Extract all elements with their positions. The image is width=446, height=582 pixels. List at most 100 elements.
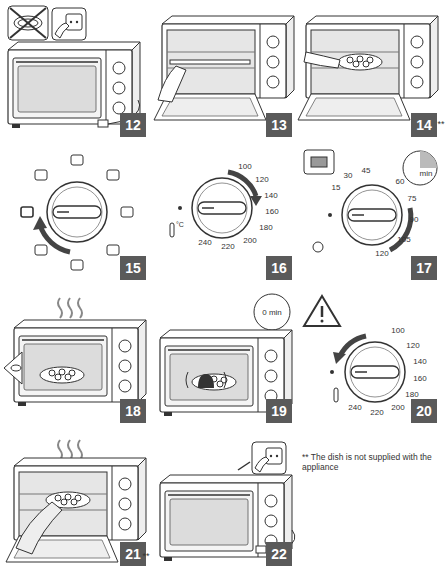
panel-15 [21, 155, 133, 270]
turn-arrow [228, 172, 256, 196]
turn-arrow [40, 225, 70, 252]
dial-label: ** [437, 120, 444, 129]
step-badge: 14 [411, 113, 437, 137]
pull-arrow [238, 462, 250, 470]
function-icon [121, 207, 133, 217]
thermometer-icon [334, 388, 338, 402]
panel-16 [170, 172, 262, 238]
dial-label: 180 [405, 391, 418, 399]
step-badge: 16 [266, 256, 292, 280]
step-badge: 15 [120, 256, 146, 280]
dial-label: 75 [408, 195, 417, 203]
arrow-head [250, 196, 262, 206]
dial-label: 30 [344, 172, 353, 180]
function-icon [107, 245, 119, 255]
dial-label: 100 [238, 163, 251, 171]
temperature-dial [192, 178, 252, 238]
dial-label: 240 [348, 404, 361, 412]
open-oven [154, 16, 294, 120]
dial-label: 60 [396, 178, 405, 186]
dial-label: 45 [362, 167, 371, 175]
wire-rack [170, 60, 250, 64]
step-number: 12 [125, 117, 141, 133]
open-oven [298, 16, 438, 120]
step-number: 22 [271, 546, 287, 562]
hand [304, 52, 340, 68]
step-badge: 19 [266, 399, 292, 423]
panel-17 [304, 150, 437, 252]
cross [10, 8, 46, 38]
step-number: 19 [271, 403, 287, 419]
panel-13 [154, 16, 294, 120]
function-icons [21, 155, 133, 270]
timer-icon [313, 242, 323, 252]
icon-frame [8, 6, 48, 40]
heating-element-icon [311, 157, 327, 167]
plug-in-icon [52, 8, 86, 40]
plug [256, 546, 266, 553]
heat-waves [58, 440, 82, 460]
step-badge: 12 [120, 113, 146, 137]
step-badge: 20 [411, 399, 437, 423]
dish [192, 374, 236, 390]
dial-label: 140 [413, 358, 426, 366]
dial-label: 120 [255, 176, 268, 184]
dial-label: 140 [264, 192, 277, 200]
off-dot [178, 206, 182, 210]
dial-label: 90 [410, 216, 419, 224]
eye-frame [4, 352, 22, 384]
dial-label: 100 [391, 327, 404, 335]
off-dot [328, 213, 332, 217]
bell-icon [198, 374, 214, 388]
function-icon [71, 260, 83, 270]
step-badge: 13 [266, 113, 292, 137]
panel-20 [304, 296, 405, 402]
step-number: 13 [271, 117, 287, 133]
clock-quarter [420, 151, 437, 168]
dish [40, 367, 84, 383]
panel-14 [298, 16, 438, 120]
dial-label: 240 [198, 239, 211, 247]
dial-label: 160 [265, 208, 278, 216]
ring-lines [186, 372, 226, 388]
heat-waves [58, 298, 82, 318]
step-badge: 18 [120, 399, 146, 423]
step-number: 17 [416, 260, 432, 276]
function-icon [21, 207, 33, 217]
clock-icon [254, 294, 290, 330]
dial-label: ** [142, 552, 149, 561]
arrow-head [33, 216, 47, 230]
warning-dot [321, 320, 324, 323]
dial-label: 160 [413, 375, 426, 383]
step-badge: 17 [411, 256, 437, 280]
dial-label: 105 [397, 236, 410, 244]
panel-18 [4, 298, 146, 406]
function-icon [35, 245, 47, 255]
warning-triangle [304, 296, 340, 326]
hand [158, 66, 186, 102]
step-badge: 22 [266, 542, 292, 566]
step-number: 16 [271, 260, 287, 276]
step-number: 14 [416, 117, 432, 133]
panel-12 [8, 6, 140, 128]
arrow-head [333, 352, 346, 364]
step-number: 20 [416, 403, 432, 419]
icon-frame [304, 150, 334, 174]
dial-label: 120 [375, 250, 388, 258]
clock-icon [403, 151, 437, 185]
oven [14, 320, 146, 406]
step-number: 21 [125, 546, 141, 562]
timer-dial [342, 185, 402, 245]
dial-label: 120 [406, 342, 419, 350]
function-icon [35, 170, 47, 180]
dial-label: min [420, 170, 433, 178]
dial-label: 220 [370, 409, 383, 417]
dial-label: 200 [243, 237, 256, 245]
dial-label: 220 [221, 243, 234, 251]
dish [338, 54, 382, 70]
dial-label: °C [176, 221, 184, 228]
function-dial [47, 182, 107, 242]
panel-19 [160, 294, 292, 416]
